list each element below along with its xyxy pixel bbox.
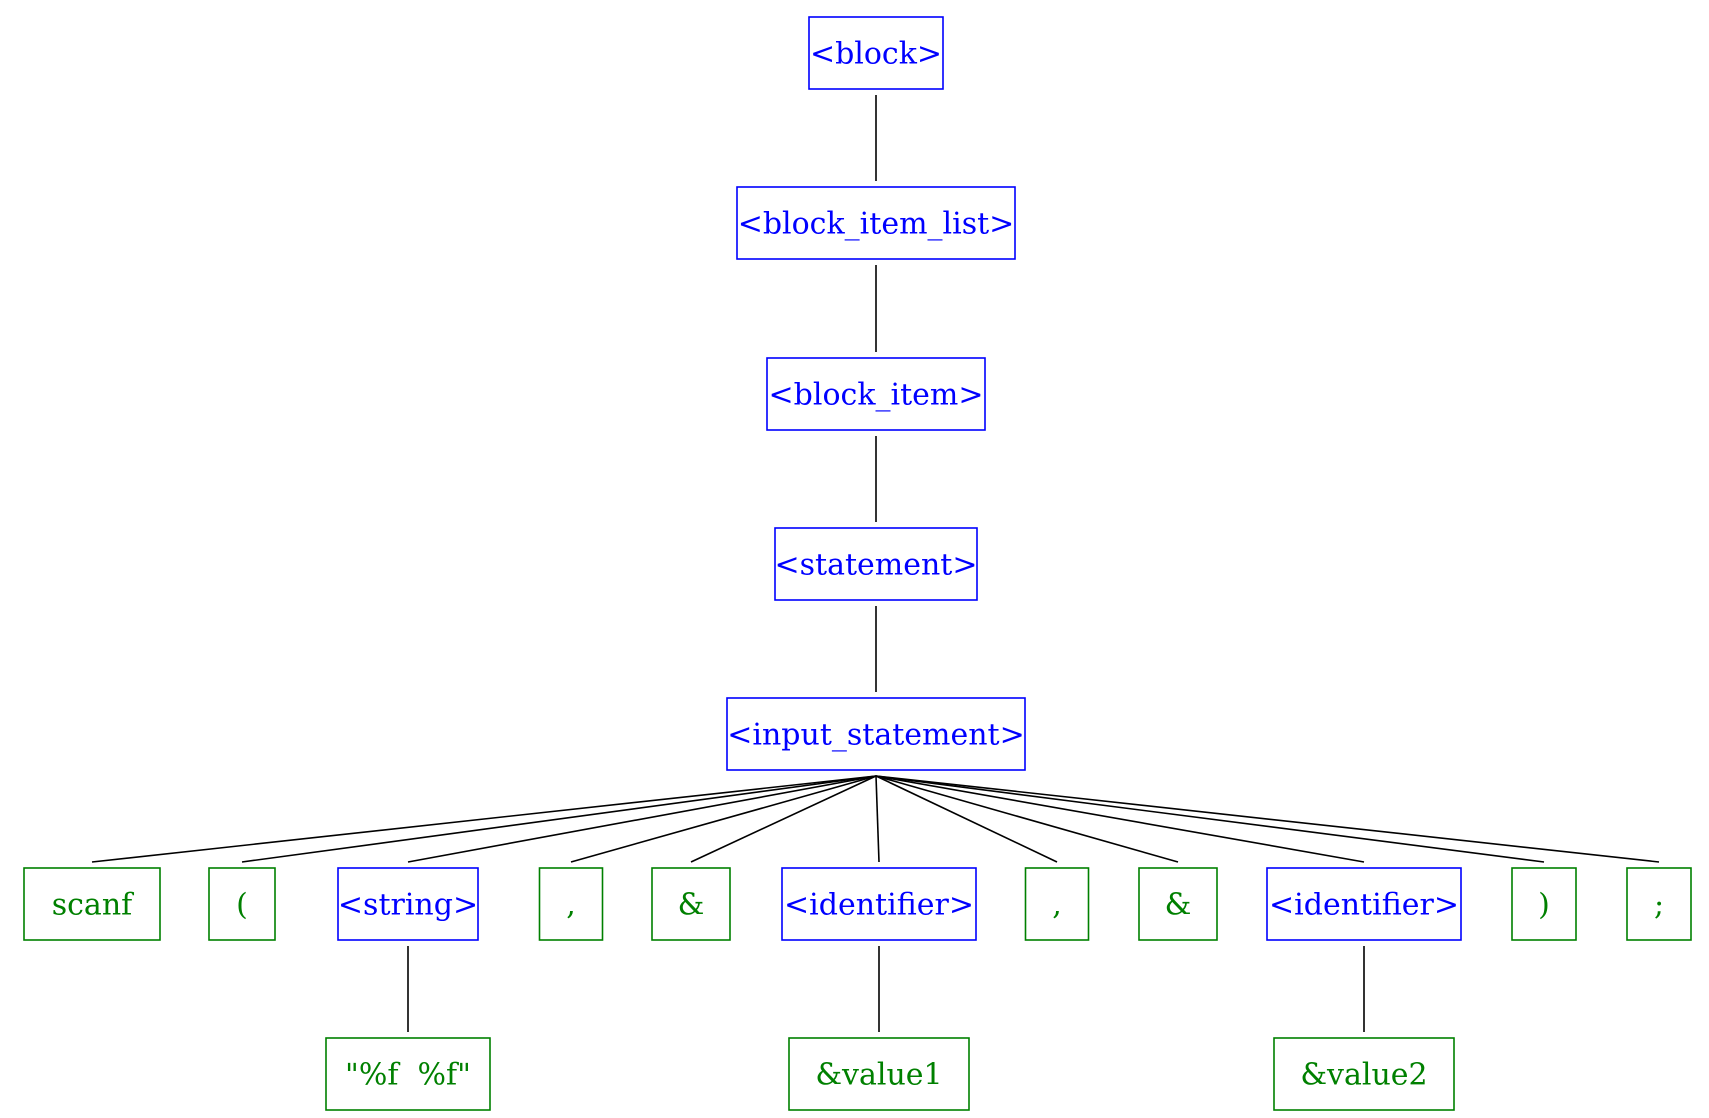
node-box-block-item bbox=[766, 357, 986, 431]
edge-input_statement-to-scanf bbox=[91, 775, 877, 863]
node-label-amp2: & bbox=[1165, 888, 1192, 923]
node-box-amp1 bbox=[651, 867, 731, 941]
node-label-rparen: ) bbox=[1538, 888, 1550, 923]
node-box-scanf bbox=[23, 867, 161, 941]
node-label-identifier1: <identifier> bbox=[784, 888, 974, 923]
tree-node-identifier1: <identifier> bbox=[781, 867, 977, 941]
node-box-input-statement bbox=[726, 697, 1026, 771]
node-box-identifier1 bbox=[781, 867, 977, 941]
node-box-statement bbox=[774, 527, 978, 601]
node-box-amp2 bbox=[1138, 867, 1218, 941]
edge-input_statement-to-identifier2 bbox=[875, 775, 1365, 863]
edge-input_statement-to-comma2 bbox=[875, 775, 1058, 863]
tree-node-comma1: , bbox=[538, 867, 604, 941]
node-box-comma1 bbox=[538, 867, 604, 941]
node-label-semicolon: ; bbox=[1654, 888, 1664, 923]
tree-node-value1: &value1 bbox=[788, 1037, 970, 1111]
node-box-string bbox=[337, 867, 479, 941]
tree-node-scanf: scanf bbox=[23, 867, 161, 941]
tree-node-comma2: , bbox=[1024, 867, 1090, 941]
node-label-statement: <statement> bbox=[775, 548, 978, 583]
node-label-identifier2: <identifier> bbox=[1269, 888, 1459, 923]
edge-input_statement-to-amp2 bbox=[875, 775, 1179, 863]
node-label-string: <string> bbox=[338, 888, 478, 923]
node-box-format-string bbox=[325, 1037, 491, 1111]
nodes-layer: <block> <block_item_list> <block_item> <sta… bbox=[23, 16, 1692, 1111]
tree-node-format-string: "%f %f" bbox=[325, 1037, 491, 1111]
tree-node-input-statement: <input_statement> bbox=[726, 697, 1026, 771]
edge-input_statement-to-rparen bbox=[875, 775, 1545, 863]
node-label-amp1: & bbox=[678, 888, 705, 923]
node-box-semicolon bbox=[1626, 867, 1692, 941]
tree-node-statement: <statement> bbox=[774, 527, 978, 601]
node-label-value2: &value2 bbox=[1300, 1058, 1427, 1093]
node-label-block-item-list: <block_item_list> bbox=[738, 207, 1015, 242]
node-box-rparen bbox=[1511, 867, 1577, 941]
node-label-comma2: , bbox=[1052, 888, 1062, 923]
tree-node-identifier2: <identifier> bbox=[1266, 867, 1462, 941]
node-box-lparen bbox=[208, 867, 276, 941]
edges-layer bbox=[91, 95, 1660, 1032]
edge-input_statement-to-semicolon bbox=[875, 775, 1660, 863]
node-box-block bbox=[808, 16, 944, 90]
tree-node-rparen: ) bbox=[1511, 867, 1577, 941]
node-box-identifier2 bbox=[1266, 867, 1462, 941]
node-box-value1 bbox=[788, 1037, 970, 1111]
edge-input_statement-to-identifier1 bbox=[875, 775, 880, 863]
node-label-scanf: scanf bbox=[52, 888, 134, 923]
edge-input_statement-to-amp1 bbox=[690, 775, 877, 863]
edge-input_statement-to-string bbox=[407, 775, 877, 863]
tree-node-lparen: ( bbox=[208, 867, 276, 941]
node-label-block: <block> bbox=[810, 37, 942, 72]
node-label-input-statement: <input_statement> bbox=[727, 718, 1025, 753]
node-label-comma1: , bbox=[566, 888, 576, 923]
tree-node-string: <string> bbox=[337, 867, 479, 941]
node-label-format-string: "%f %f" bbox=[345, 1058, 471, 1093]
edge-input_statement-to-lparen bbox=[241, 775, 877, 863]
tree-node-block: <block> bbox=[808, 16, 944, 90]
tree-node-block-item-list: <block_item_list> bbox=[736, 186, 1016, 260]
edge-input_statement-to-comma1 bbox=[570, 775, 877, 863]
tree-node-block-item: <block_item> bbox=[766, 357, 986, 431]
node-box-block-item-list bbox=[736, 186, 1016, 260]
node-label-value1: &value1 bbox=[815, 1058, 942, 1093]
tree-node-semicolon: ; bbox=[1626, 867, 1692, 941]
tree-node-amp1: & bbox=[651, 867, 731, 941]
node-label-block-item: <block_item> bbox=[769, 378, 984, 413]
node-box-comma2 bbox=[1024, 867, 1090, 941]
tree-node-value2: &value2 bbox=[1273, 1037, 1455, 1111]
tree-node-amp2: & bbox=[1138, 867, 1218, 941]
node-label-lparen: ( bbox=[236, 888, 248, 923]
node-box-value2 bbox=[1273, 1037, 1455, 1111]
